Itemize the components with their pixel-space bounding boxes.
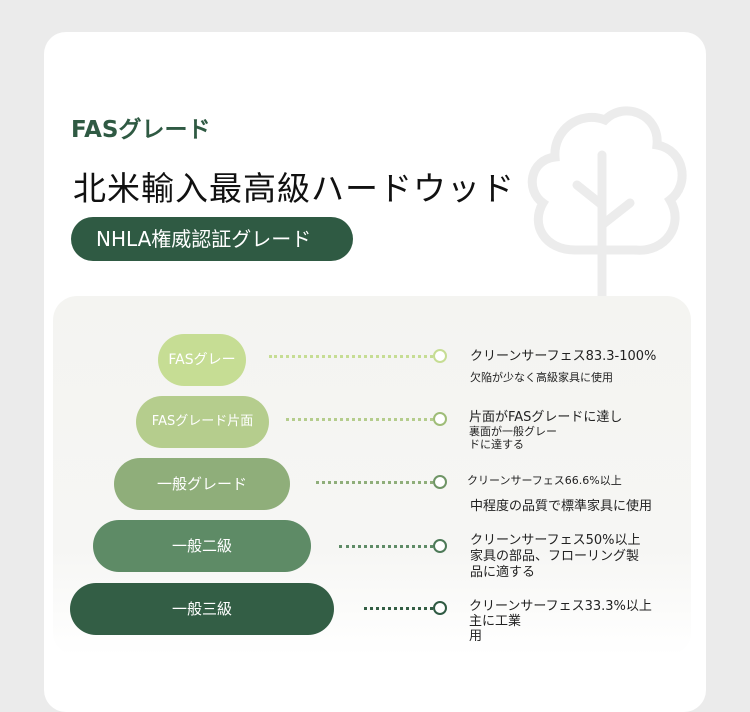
certification-badge: NHLA権威認証グレード: [71, 217, 353, 261]
tier-common-2: 一般二級: [93, 520, 311, 572]
tier-description: クリーンサーフェス83.3-100% 欠陥が少なく高級家具に使用: [470, 349, 657, 384]
connector-dots: [286, 418, 433, 421]
connector-dots: [316, 481, 433, 484]
tier-description: クリーンサーフェス50%以上 家具の部品、フローリング製 品に適する: [470, 533, 641, 580]
page-title: 北米輸入最高級ハードウッド: [73, 169, 515, 208]
ring-icon: [433, 349, 447, 363]
tier-description: クリーンサーフェス33.3%以上 主に工業 用: [469, 599, 652, 644]
connector-dots: [364, 607, 433, 610]
tier-label: 一般三級: [171, 600, 232, 618]
connector-dots: [269, 355, 433, 358]
connector-dots: [339, 545, 433, 548]
tier-label: 一般グレード: [156, 475, 247, 493]
tier-label: FASグレー: [168, 352, 236, 368]
tier-fas-one-face: FASグレード片面: [136, 396, 269, 448]
tree-icon: [527, 106, 687, 300]
ring-icon: [433, 475, 447, 489]
ring-icon: [433, 412, 447, 426]
grade-label: FASグレード: [71, 117, 211, 143]
tier-common-1: 一般グレード: [114, 458, 290, 510]
ring-icon: [433, 601, 447, 615]
tier-description: 片面がFASグレードに達し 裏面が一般グレー ドに達する: [469, 410, 623, 451]
ring-icon: [433, 539, 447, 553]
tier-fas: FASグレー: [158, 334, 246, 386]
tier-description: クリーンサーフェス66.6%以上 中程度の品質で標準家具に使用: [467, 474, 653, 514]
tier-common-3: 一般三級: [70, 583, 334, 635]
tier-label: FASグレード片面: [151, 414, 254, 429]
tier-label: 一般二級: [171, 537, 232, 555]
